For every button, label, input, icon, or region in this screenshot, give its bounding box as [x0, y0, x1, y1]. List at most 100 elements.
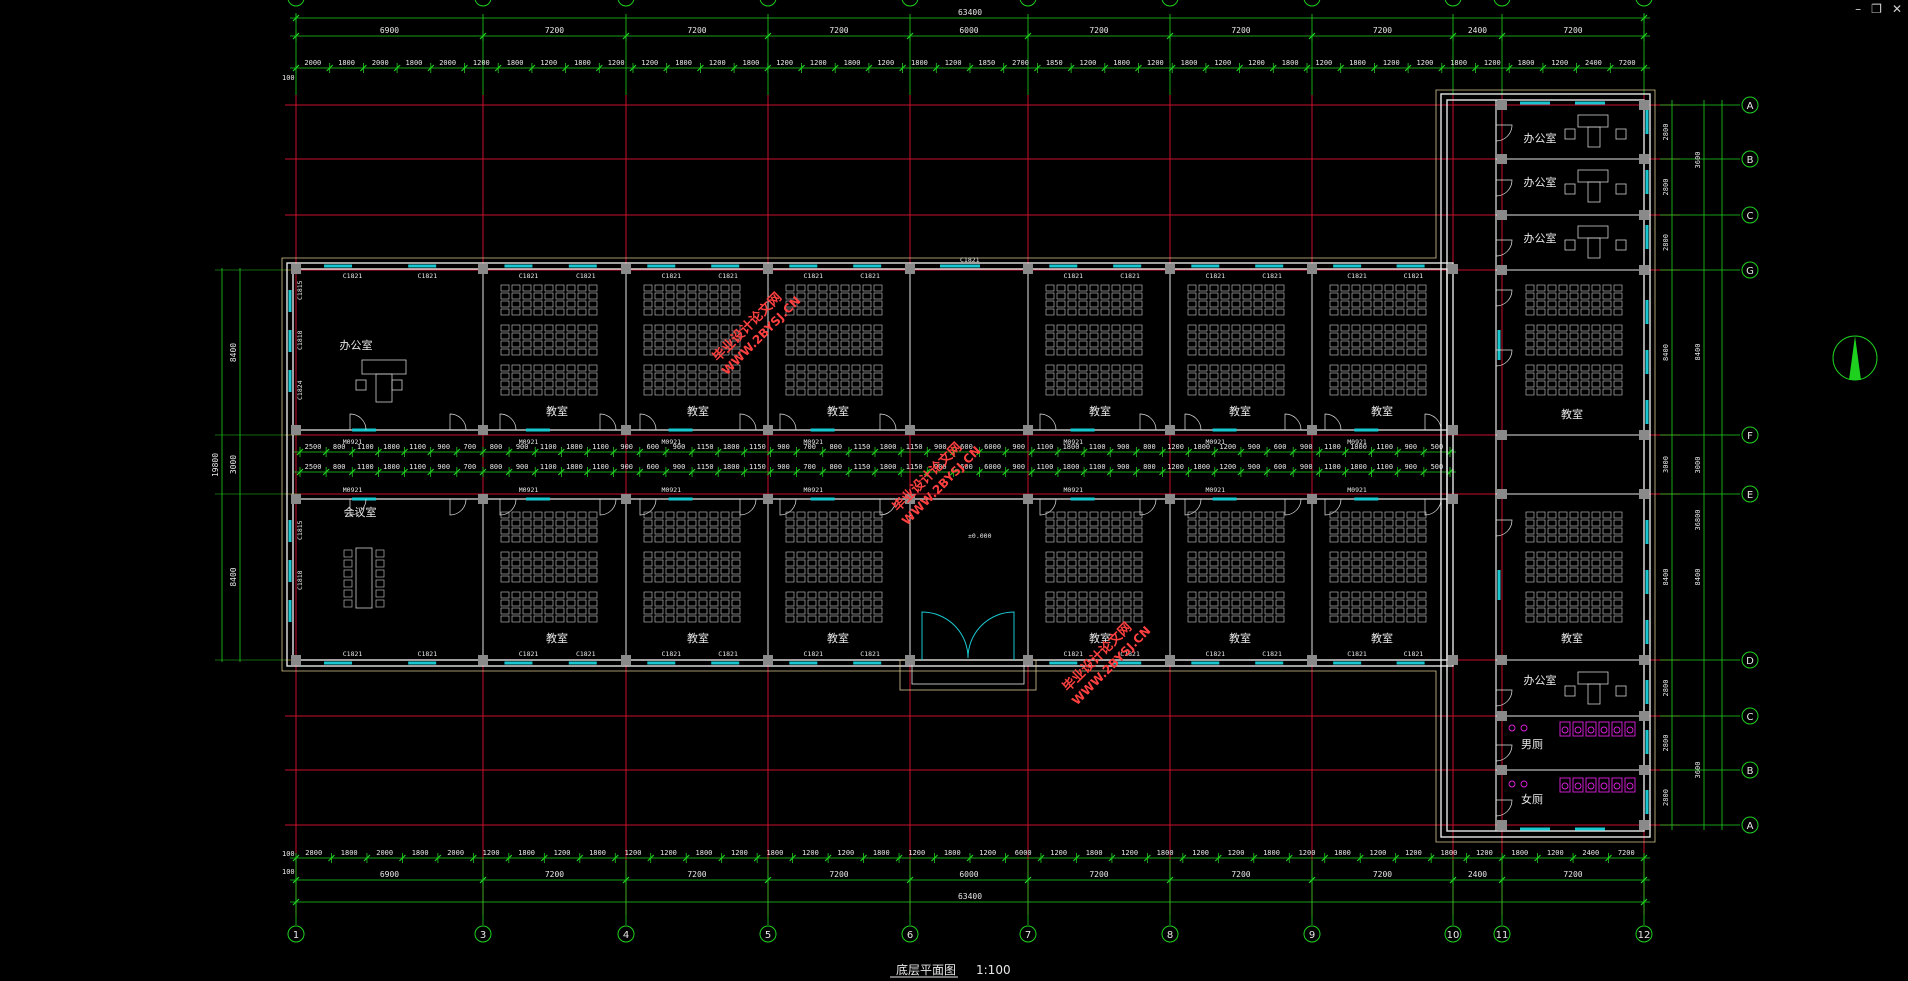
dim-detail-bottom-slash [1037, 854, 1045, 862]
dim-corridor-row1-label: 800 [829, 443, 842, 451]
desk [676, 607, 686, 615]
dim-bays-bottom-slash [622, 876, 630, 884]
desk [555, 388, 565, 396]
dim-corridor-row1-slash [1420, 448, 1428, 456]
desk [1613, 551, 1623, 559]
desk [1417, 388, 1427, 396]
desk [1362, 348, 1372, 356]
desk [1067, 551, 1077, 559]
close-button[interactable]: ✕ [1891, 2, 1902, 16]
desk [1536, 567, 1546, 575]
desk [1547, 607, 1557, 615]
desk [807, 332, 817, 340]
desk [1187, 364, 1197, 372]
restore-button[interactable]: ❐ [1871, 2, 1882, 16]
desk [840, 615, 850, 623]
window-controls: – ❐ ✕ [1855, 2, 1902, 16]
dim-corridor-row2-label: 1100 [1036, 463, 1053, 471]
desk [1351, 527, 1361, 535]
desk [1580, 340, 1590, 348]
desk [1045, 519, 1055, 527]
door-swing-e [1495, 799, 1513, 817]
desk [1078, 284, 1088, 292]
desk [1547, 511, 1557, 519]
desk [1133, 348, 1143, 356]
desk [555, 527, 565, 535]
window-label: C1821 [1262, 272, 1282, 280]
desk [687, 308, 697, 316]
desk [1525, 284, 1535, 292]
dim-detail-top-slash [1168, 64, 1176, 72]
column [1639, 100, 1649, 110]
desk [555, 324, 565, 332]
desk [1351, 364, 1361, 372]
desk [840, 300, 850, 308]
desk [1275, 567, 1285, 575]
desk [1133, 551, 1143, 559]
conference-chair [375, 589, 385, 598]
dim-bays-bottom-slash [1498, 876, 1506, 884]
sink [1508, 780, 1516, 788]
desk [1525, 527, 1535, 535]
minimize-button[interactable]: – [1855, 2, 1862, 16]
desk [1362, 599, 1372, 607]
dim-corridor-row1-label: 900 [673, 443, 686, 451]
desk [1056, 567, 1066, 575]
desk [1384, 535, 1394, 543]
desk [1613, 519, 1623, 527]
desk [1067, 615, 1077, 623]
dim-detail-top-slash [1404, 64, 1412, 72]
desk [1187, 559, 1197, 567]
desk [698, 527, 708, 535]
desk [1220, 559, 1230, 567]
dim-bays-bottom-label: 2400 [1468, 870, 1487, 879]
axis-bubble-bottom-10 [1444, 925, 1462, 943]
desk [862, 324, 872, 332]
desk [1122, 599, 1132, 607]
desk [1067, 340, 1077, 348]
column [1023, 655, 1033, 665]
desk [862, 575, 872, 583]
column [763, 655, 773, 665]
desk [1384, 388, 1394, 396]
desk [1384, 300, 1394, 308]
axis-bubble-right-B [1741, 761, 1759, 779]
desk [588, 300, 598, 308]
window-label: C1821 [576, 272, 596, 280]
desk [1264, 535, 1274, 543]
desk [1187, 527, 1197, 535]
desk [500, 567, 510, 575]
desk [1275, 388, 1285, 396]
desk [698, 380, 708, 388]
desk [1417, 551, 1427, 559]
desk [1209, 380, 1219, 388]
desk [577, 300, 587, 308]
desk [1362, 591, 1372, 599]
desk [1580, 364, 1590, 372]
dim-detail-bottom-slash [611, 854, 619, 862]
window-label: C1821 [418, 272, 438, 280]
desk [654, 519, 664, 527]
desk [676, 348, 686, 356]
desk [709, 388, 719, 396]
dim-detail-top-slash [899, 64, 907, 72]
desk [1056, 511, 1066, 519]
desk [522, 372, 532, 380]
dim-right-label: 2800 [1662, 680, 1670, 697]
desk [840, 308, 850, 316]
desk [533, 575, 543, 583]
desk [687, 324, 697, 332]
dim-detail-bottom-slash [1143, 854, 1151, 862]
desk [1329, 300, 1339, 308]
dim-corridor-row1-label: 900 [516, 443, 529, 451]
desk [1417, 372, 1427, 380]
office-chair-e [1615, 239, 1627, 251]
desk [1580, 332, 1590, 340]
dim-corridor-row2-label: 1100 [1324, 463, 1341, 471]
desk [785, 559, 795, 567]
desk [1111, 559, 1121, 567]
desk [818, 551, 828, 559]
desk [720, 567, 730, 575]
desk [643, 308, 653, 316]
